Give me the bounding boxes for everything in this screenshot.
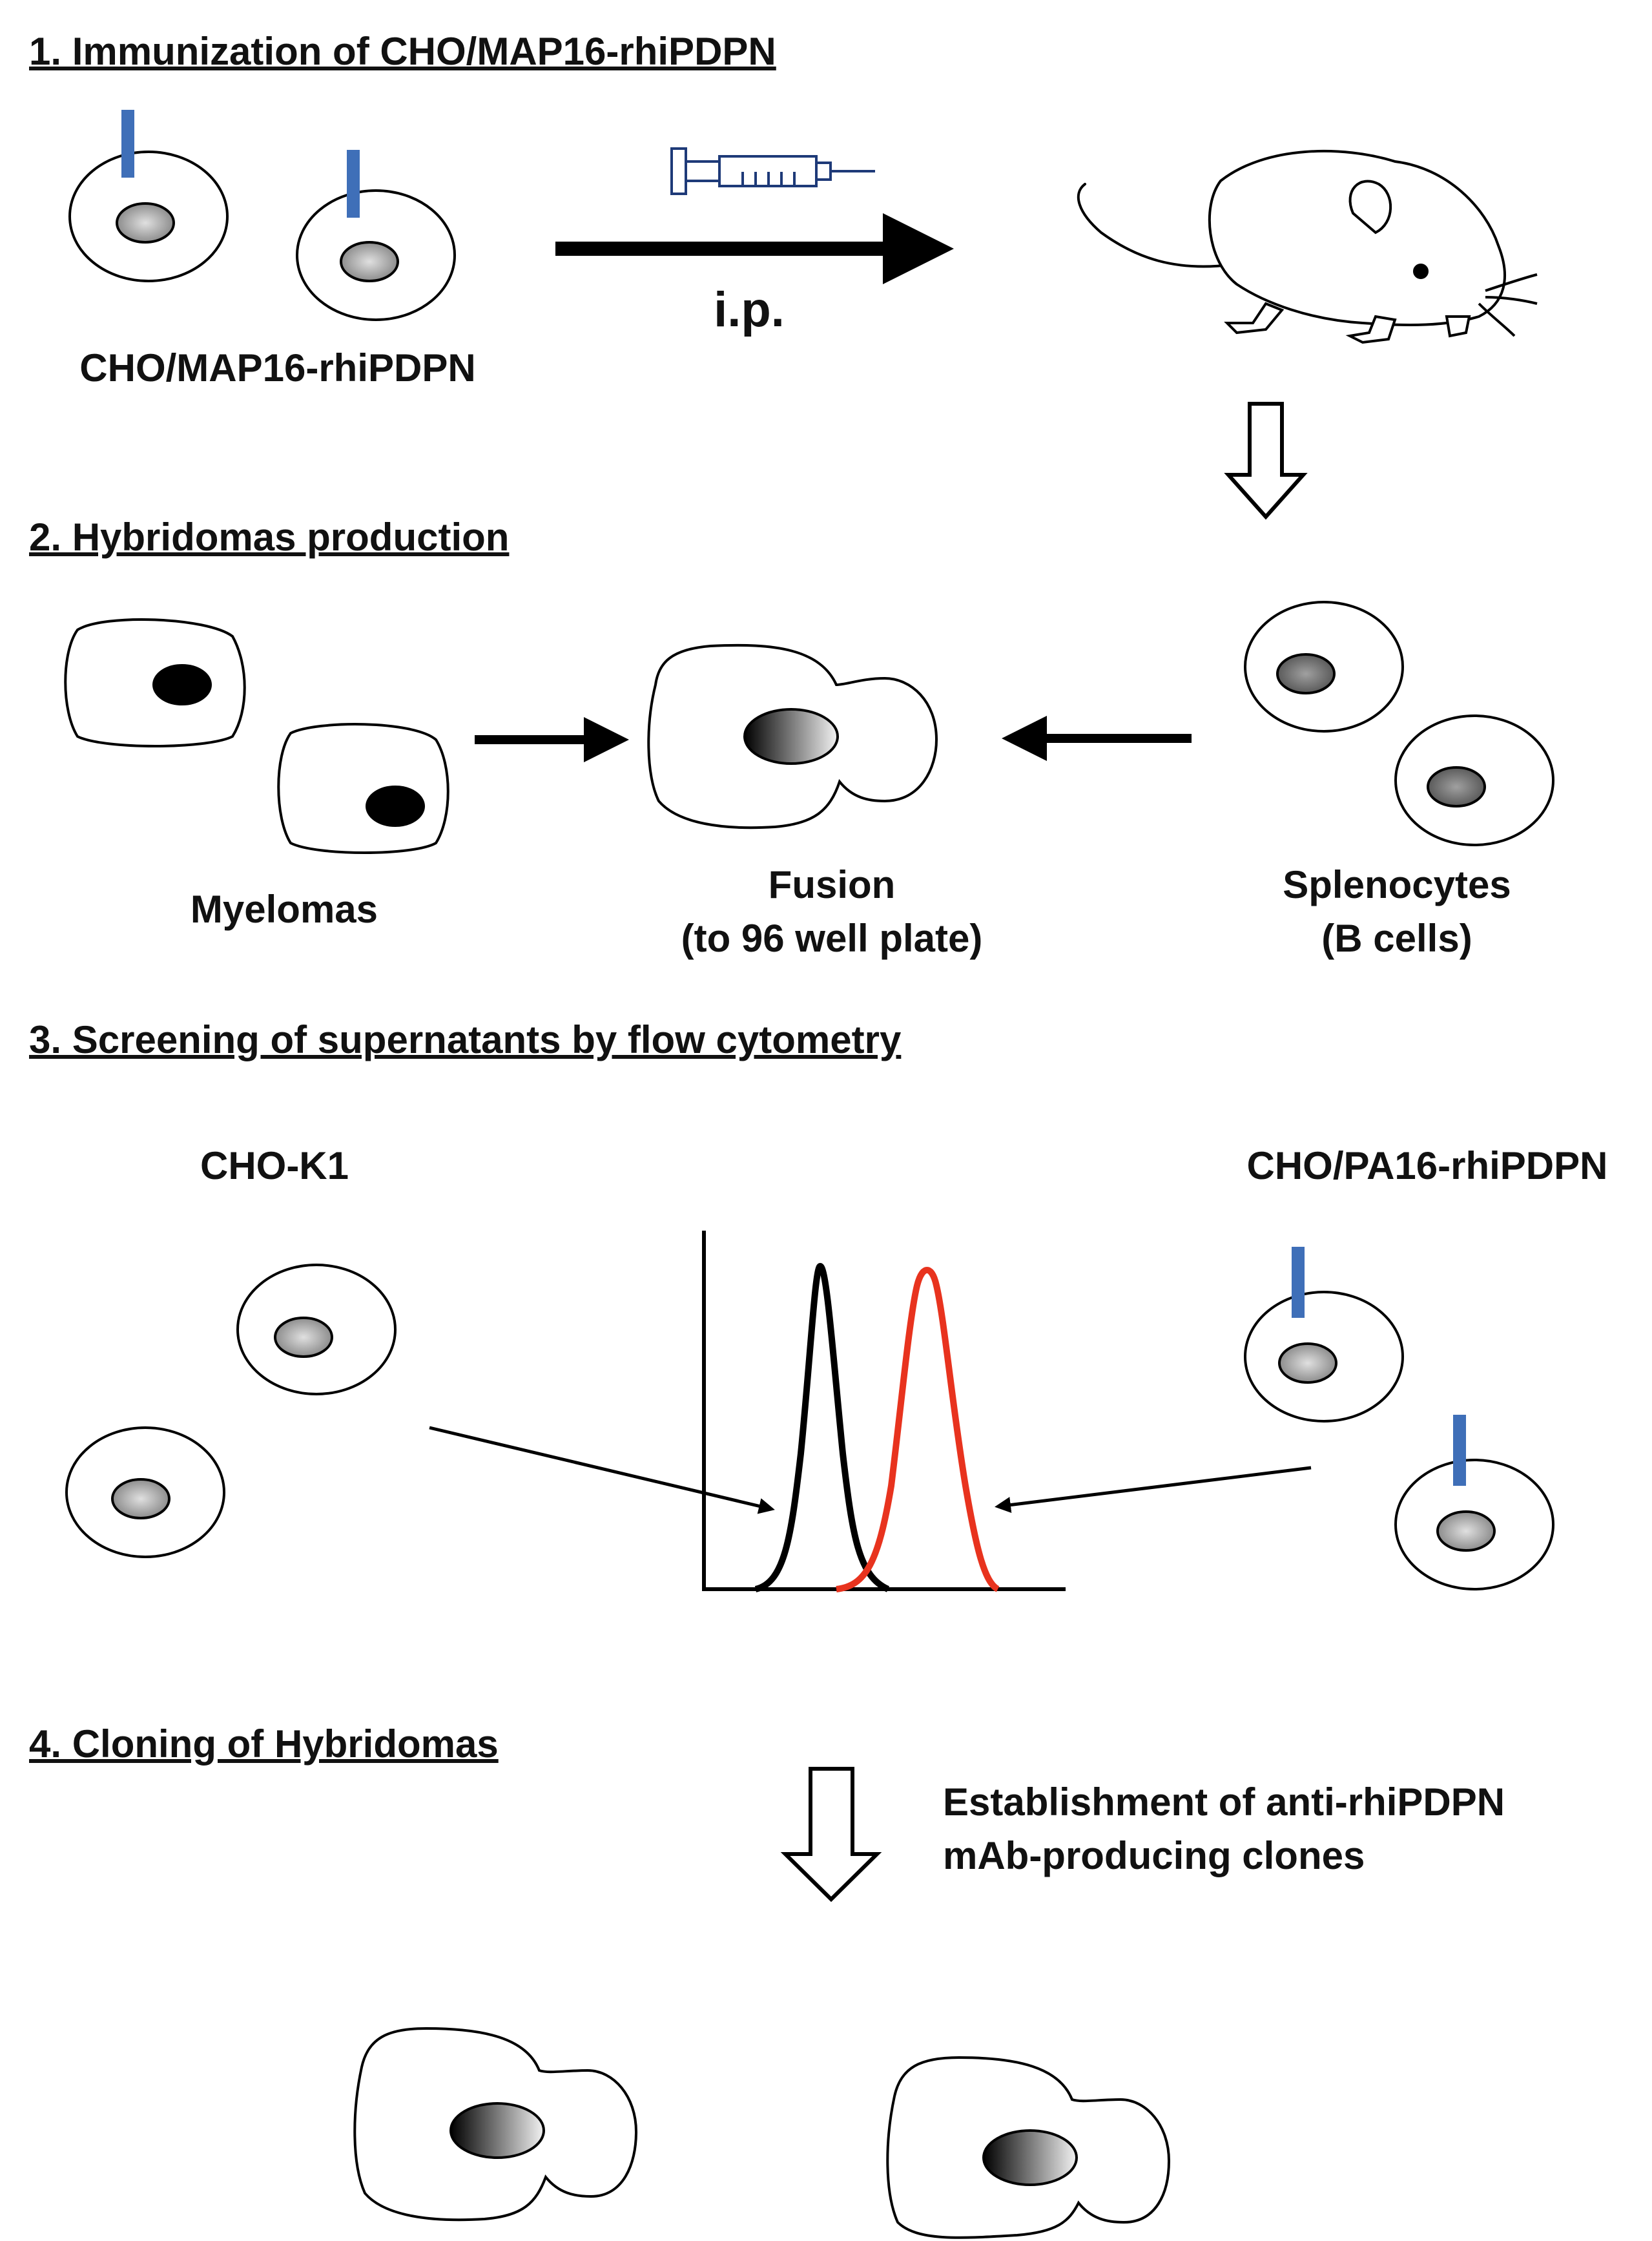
cho-k1-to-histogram-arrow <box>429 1426 775 1514</box>
antigen-rod <box>1292 1247 1305 1318</box>
antigen-rod <box>121 110 134 178</box>
fusion-label-line-2: (to 96 well plate) <box>681 917 983 960</box>
cho-pa16-cell-1 <box>1244 1237 1404 1423</box>
ip-route-label: i.p. <box>714 282 785 337</box>
cho-pa16-label: CHO/PA16-rhiPDPN <box>1247 1144 1608 1187</box>
cho-pa16-cell-2 <box>1394 1405 1554 1590</box>
splenocyte-cell-2 <box>1394 694 1567 846</box>
section-1-heading: 1. Immunization of CHO/MAP16-rhiPDPN <box>29 30 776 73</box>
antibody-icon <box>1250 1237 1294 1278</box>
cho-k1-label: CHO-K1 <box>200 1144 349 1187</box>
myeloma-cell-2 <box>277 723 449 854</box>
positive-peak <box>836 1267 1000 1592</box>
section-3-heading: 3. Screening of supernatants by flow cyt… <box>29 1018 902 1061</box>
histogram-axes <box>702 1231 1066 1591</box>
antigen-rod <box>347 150 360 218</box>
splenocytes-label-line-1: Splenocytes <box>1283 863 1511 906</box>
myelomas-label: Myelomas <box>191 888 378 931</box>
cho-map16-cell-1 <box>68 110 229 282</box>
mouse-icon <box>1077 149 1538 344</box>
fusion-label-line-1: Fusion <box>769 863 896 906</box>
syringe-icon <box>670 147 875 195</box>
hybridoma-clone-2 <box>886 2056 1174 2239</box>
antibody-icon <box>127 1348 169 1392</box>
result-label-line-2: mAb-producing clones <box>943 1834 1365 1877</box>
flow-cytometry-histogram <box>702 1231 1066 1592</box>
cho-map16-label: CHO/MAP16-rhiPDPN <box>79 346 475 390</box>
section-4-heading: 4. Cloning of Hybridomas <box>29 1722 499 1766</box>
antibody-icon <box>1412 1405 1455 1446</box>
fusion-cell <box>647 643 938 829</box>
splenocyte-cell-1 <box>1244 583 1412 733</box>
antibody-icon <box>796 1939 838 1983</box>
hollow-down-arrow-icon <box>780 1767 882 1902</box>
section-2-heading: 2. Hybridomas production <box>29 516 509 559</box>
hollow-down-arrow-icon <box>1224 402 1308 520</box>
hybridoma-clone-1 <box>353 2027 638 2222</box>
splenocytes-label-line-2: (B cells) <box>1321 917 1472 960</box>
myeloma-cell-1 <box>64 618 246 747</box>
antibody-icon <box>430 1257 470 1300</box>
cho-pa16-to-histogram-arrow <box>995 1466 1312 1513</box>
antibody-icon <box>291 1461 334 1501</box>
cho-k1-cell-1 <box>236 1264 397 1395</box>
antibody-icon <box>712 1946 754 1990</box>
result-label-line-1: Establishment of anti-rhiPDPN <box>943 1780 1505 1824</box>
negative-control-peak <box>754 1262 890 1592</box>
cho-k1-cell-2 <box>65 1426 225 1558</box>
antigen-rod <box>1453 1415 1466 1486</box>
antibody-icon <box>864 1955 906 1999</box>
cho-map16-cell-2 <box>296 150 456 321</box>
